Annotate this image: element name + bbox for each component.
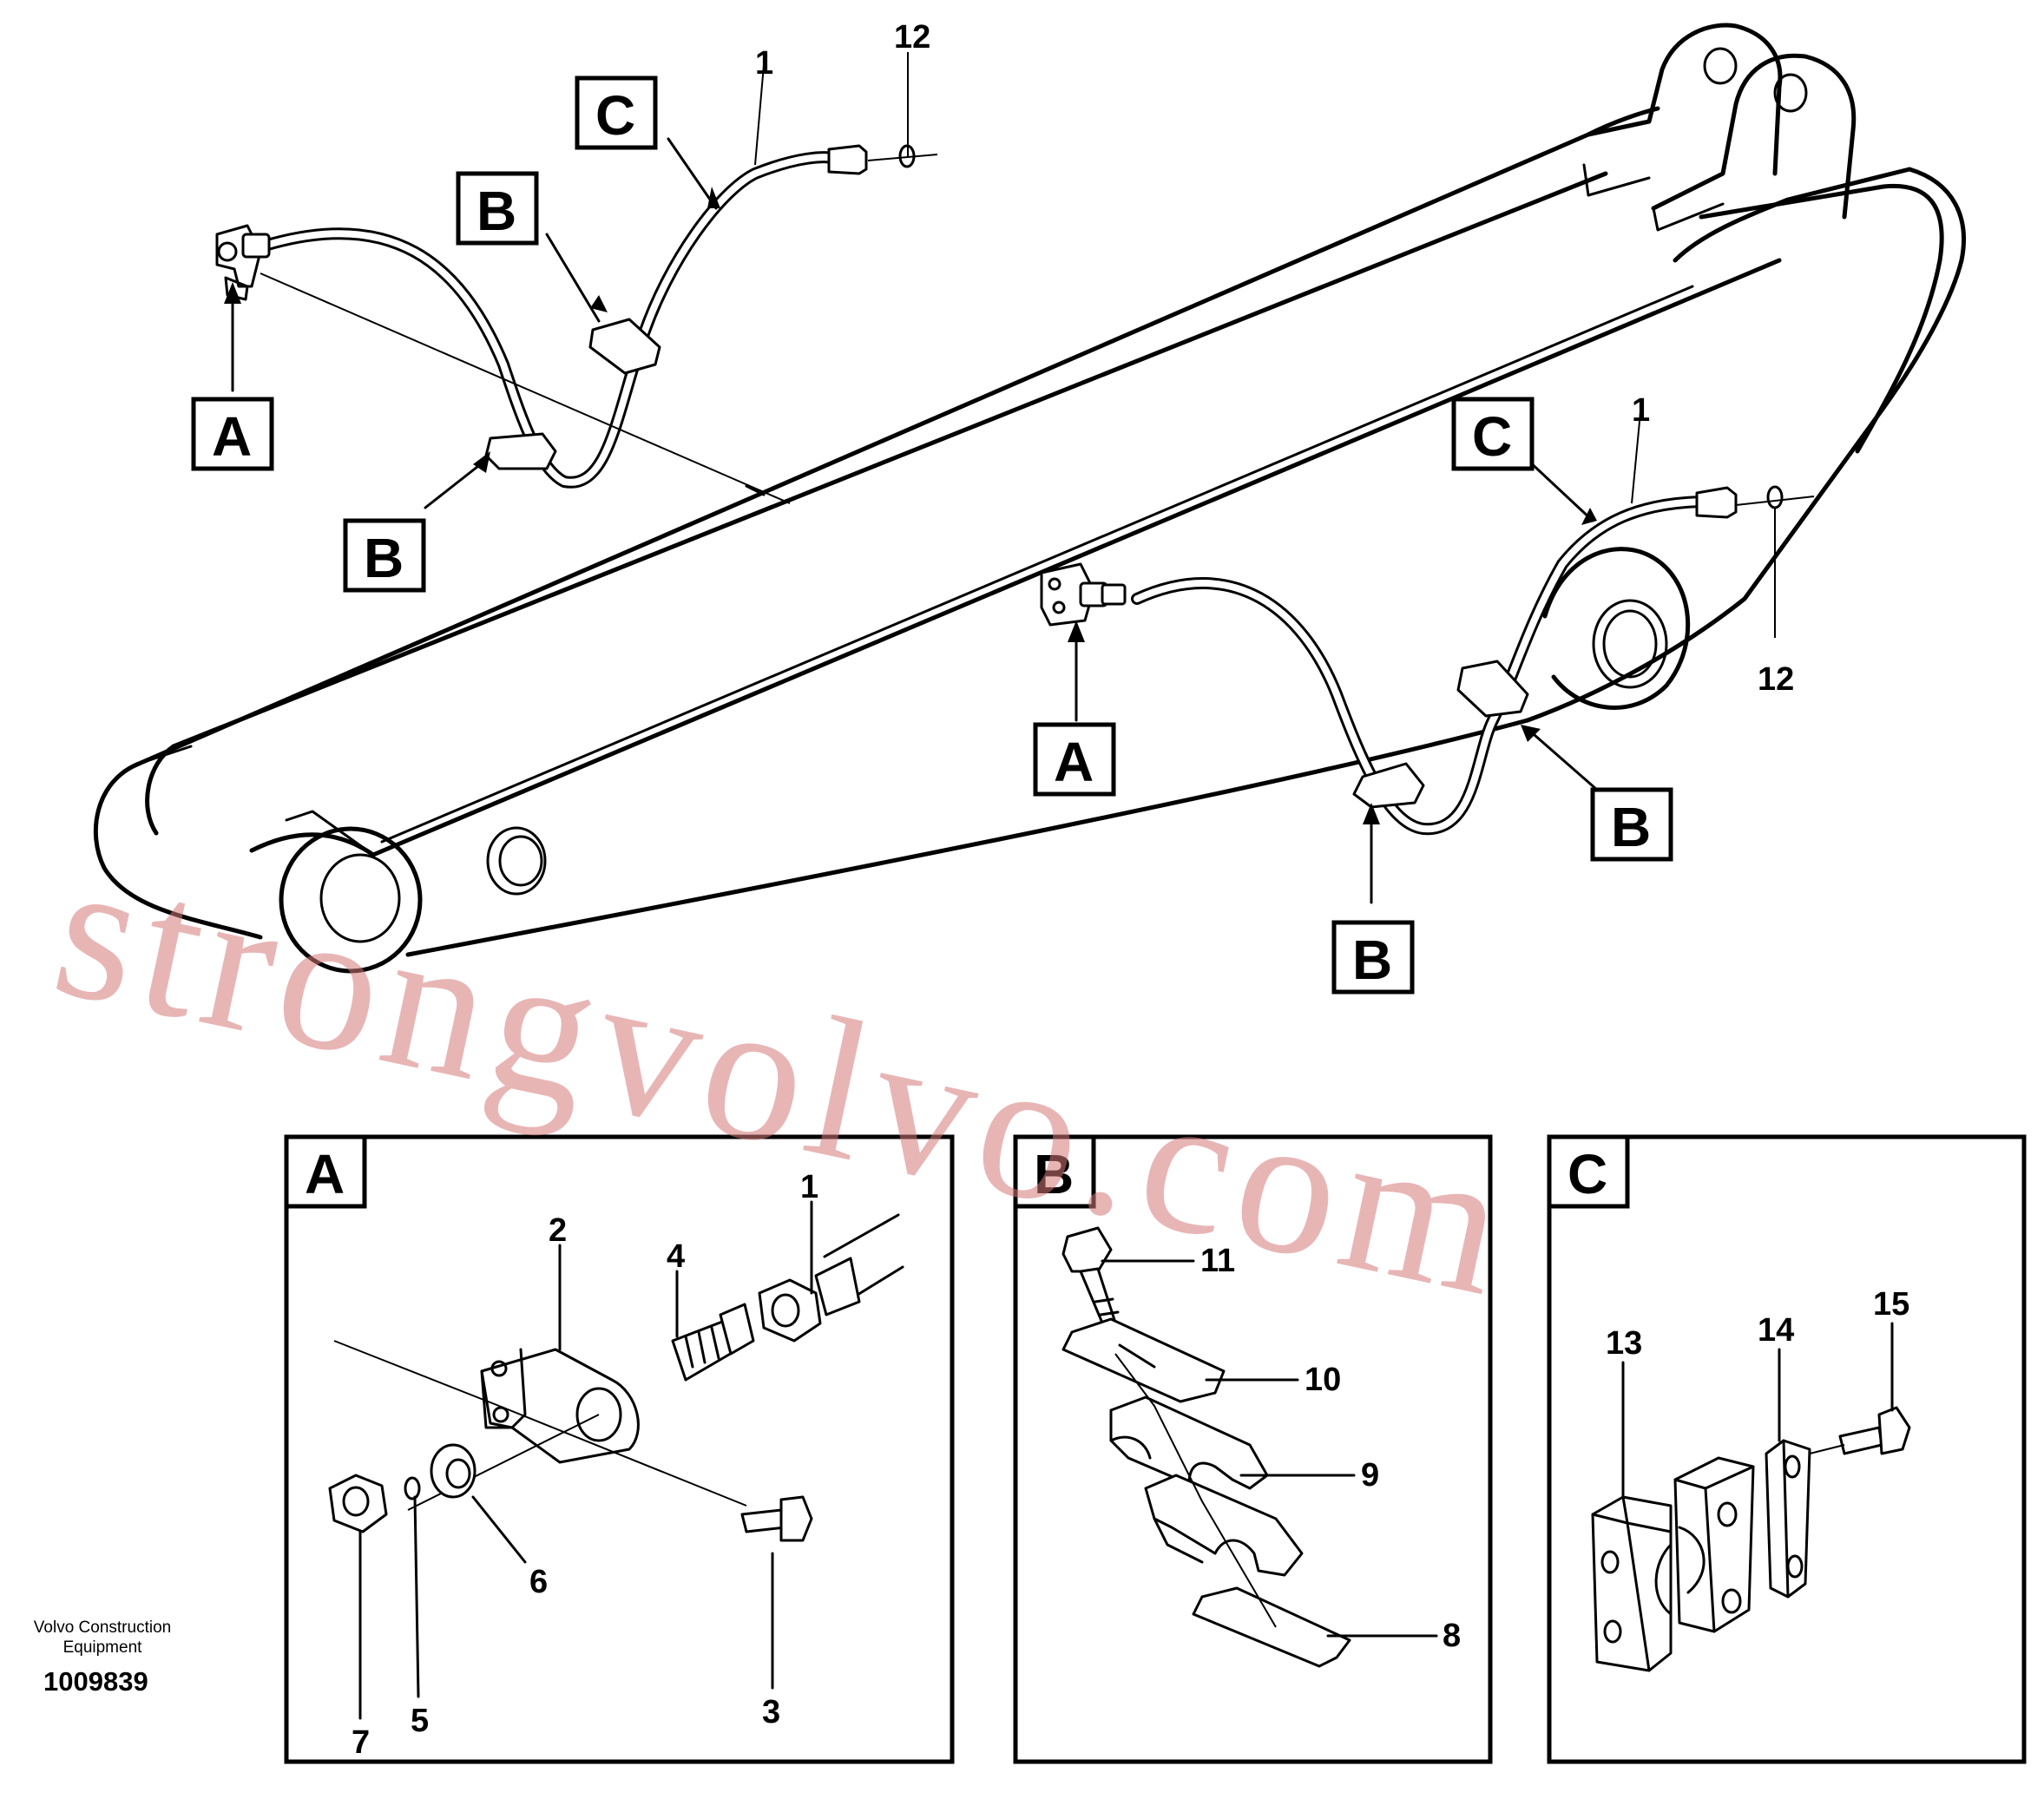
detail-panel-a: A: [284, 1134, 955, 1764]
svg-text:C: C: [595, 84, 635, 147]
callout-a-right[interactable]: A: [1033, 722, 1116, 797]
label-item-14: 14: [1758, 1312, 1794, 1349]
svg-text:B: B: [1611, 796, 1651, 858]
label-item-6: 6: [529, 1564, 548, 1600]
svg-text:B: B: [364, 527, 404, 589]
label-item-5: 5: [411, 1703, 429, 1739]
callout-b-right-bottom[interactable]: B: [1331, 920, 1415, 995]
callout-b-left-top[interactable]: B: [456, 171, 539, 246]
label-item-13: 13: [1606, 1325, 1642, 1362]
brand-line-1: Volvo Construction: [34, 1618, 171, 1637]
callout-b-left-bottom[interactable]: B: [343, 518, 426, 593]
callout-a-left[interactable]: A: [191, 397, 274, 471]
detail-panel-b: B 11 10 9 8: [1013, 1134, 1493, 1764]
label-item-4: 4: [667, 1238, 685, 1275]
label-item-1-left: 1: [755, 45, 773, 82]
label-item-15: 15: [1873, 1286, 1909, 1323]
label-item-3: 3: [762, 1694, 780, 1730]
detail-panel-c: C 13 14 15: [1547, 1134, 2027, 1764]
panel-c-label: C: [1568, 1143, 1607, 1205]
label-item-12-left: 12: [894, 19, 930, 56]
callout-c-right[interactable]: C: [1451, 397, 1535, 471]
svg-text:C: C: [1472, 405, 1512, 468]
overview-leaders: [224, 52, 1776, 904]
right-hose-run: [1040, 485, 1815, 836]
panel-b-label: B: [1034, 1143, 1074, 1205]
brand-line-2: Equipment: [63, 1638, 143, 1657]
label-item-7: 7: [352, 1724, 370, 1761]
callout-b-right-top[interactable]: B: [1590, 787, 1673, 862]
left-hose-run: [215, 144, 938, 504]
label-item-8: 8: [1443, 1618, 1461, 1654]
label-item-12-right: 12: [1758, 661, 1794, 698]
label-item-11: 11: [1200, 1243, 1235, 1279]
svg-text:A: A: [1054, 731, 1094, 793]
label-item-1: 1: [800, 1169, 818, 1205]
callout-c-left[interactable]: C: [575, 76, 658, 150]
label-item-1-right: 1: [1632, 392, 1650, 429]
label-item-2: 2: [549, 1212, 567, 1249]
label-item-10: 10: [1305, 1362, 1341, 1398]
svg-text:B: B: [476, 180, 516, 242]
boom-assembly: [93, 23, 1966, 974]
svg-text:A: A: [212, 405, 252, 468]
svg-text:B: B: [1352, 929, 1392, 991]
panel-a-label: A: [305, 1143, 345, 1205]
drawing-reference-number: 1009839: [43, 1666, 148, 1697]
label-item-9: 9: [1361, 1457, 1379, 1494]
